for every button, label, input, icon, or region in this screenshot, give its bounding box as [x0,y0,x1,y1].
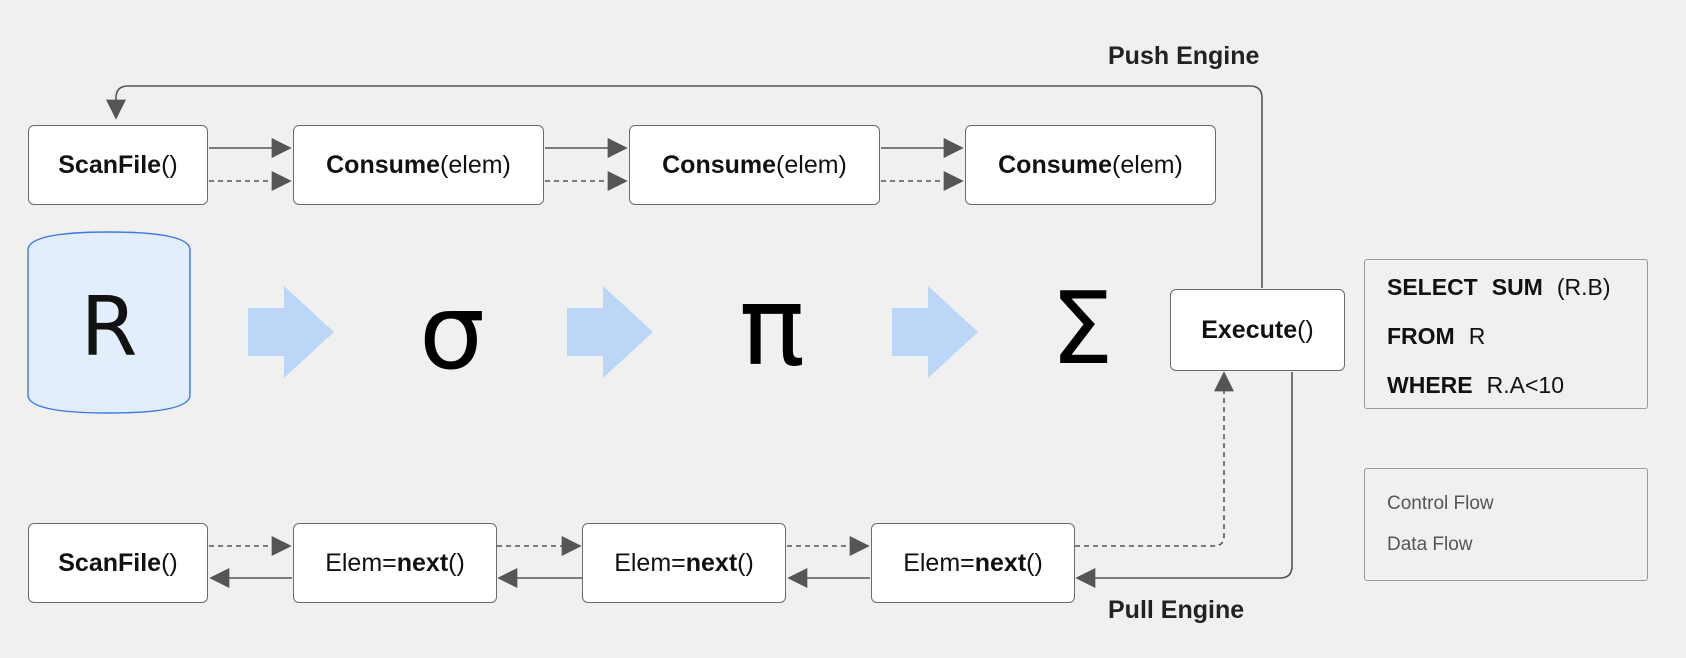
pull-next-paren-3: () [1026,548,1043,577]
sql-from-keyword: FROM [1387,323,1455,349]
push-consume-arg-1: (elem) [440,150,511,179]
database-cylinder-icon [27,231,191,414]
execute-node: Execute() [1170,289,1345,371]
pull-next-prefix-3: Elem= [903,548,975,577]
sql-sum-keyword: SUM [1491,274,1543,300]
push-consume-fn-3: Consume [998,150,1113,179]
push-scanfile-node: ScanFile() [28,125,208,205]
push-consume-arg-2: (elem) [776,150,847,179]
pull-next-fn-1: next [396,548,449,577]
push-consume-fn-1: Consume [326,150,441,179]
pull-scanfile-node: ScanFile() [28,523,208,603]
sql-select-keyword: SELECT [1387,274,1478,300]
projection-operator: π [738,262,806,390]
push-scanfile-fn: ScanFile [58,150,162,179]
sql-select-arg: (R.B) [1556,274,1611,300]
execute-paren: () [1297,315,1314,344]
pull-next-node-3: Elem=next() [871,523,1075,603]
pull-next-fn-2: next [685,548,738,577]
pipeline-arrow-2 [567,286,653,378]
pull-next-prefix-1: Elem= [325,548,397,577]
sql-select-line: SELECT SUM (R.B) [1387,274,1611,301]
sql-where-keyword: WHERE [1387,372,1473,398]
sql-from-arg: R [1468,323,1486,349]
push-loop-line [106,85,1263,288]
push-consume-node-2: Consume(elem) [629,125,880,205]
pull-next-node-1: Elem=next() [293,523,497,603]
pipeline-arrow-1 [248,286,334,378]
push-consume-node-1: Consume(elem) [293,125,544,205]
pull-scanfile-fn: ScanFile [58,548,162,577]
pull-next-paren-2: () [737,548,754,577]
push-consume-node-3: Consume(elem) [965,125,1216,205]
legend-control-label: Control Flow [1387,493,1494,514]
push-engine-label: Push Engine [1108,42,1260,70]
pull-data-loop [1075,371,1234,547]
execute-fn: Execute [1201,315,1298,344]
sql-where-arg: R.A<10 [1486,372,1564,398]
sql-where-line: WHERE R.A<10 [1387,372,1564,399]
legend-panel: Control Flow Data Flow [1364,468,1648,581]
aggregation-operator: Σ [1050,269,1114,387]
pull-next-prefix-2: Elem= [614,548,686,577]
push-consume-arg-3: (elem) [1112,150,1183,179]
relation-label: R [80,279,138,375]
sql-query-panel: SELECT SUM (R.B) FROM R WHERE R.A<10 [1364,259,1648,409]
selection-operator: σ [419,271,485,393]
push-scanfile-paren: () [161,150,178,179]
pull-engine-label: Pull Engine [1108,596,1245,624]
pull-scanfile-paren: () [161,548,178,577]
pull-next-paren-1: () [448,548,465,577]
pull-next-fn-3: next [974,548,1027,577]
pull-control-loop [1075,372,1293,588]
legend-data-label: Data Flow [1387,534,1473,555]
pipeline-arrow-3 [892,286,978,378]
push-consume-fn-2: Consume [662,150,777,179]
sql-from-line: FROM R [1387,323,1485,350]
pull-next-node-2: Elem=next() [582,523,786,603]
